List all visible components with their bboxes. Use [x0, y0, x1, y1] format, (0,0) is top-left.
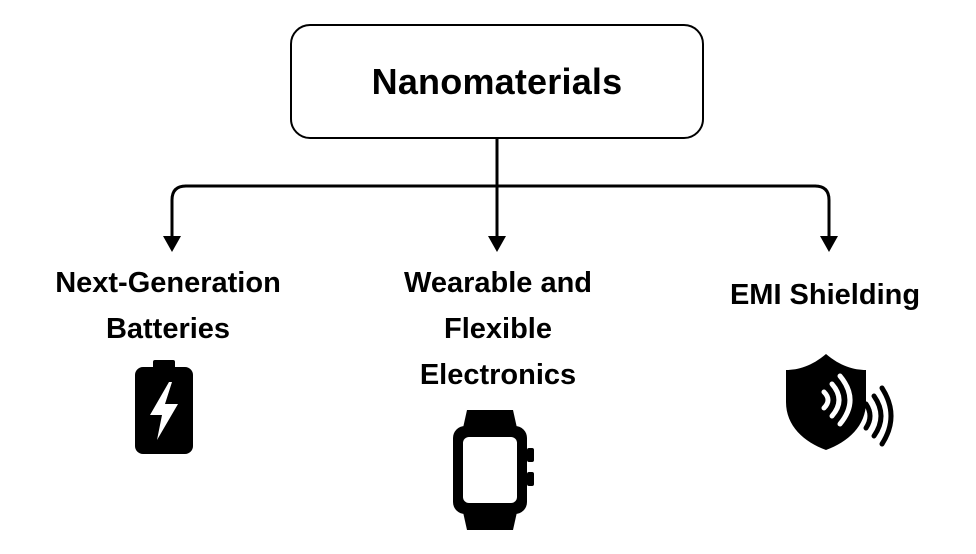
root-title: Nanomaterials	[371, 60, 623, 102]
branch-wearables-line3: Electronics	[419, 359, 577, 391]
right-elbow	[813, 184, 831, 238]
arrowhead-batteries	[163, 236, 181, 252]
arrowhead-wearables	[488, 236, 506, 252]
branch-wearables-label: Wearable and Flexible Electronics	[348, 260, 648, 398]
branch-wearables-line1: Wearable and	[403, 267, 593, 299]
left-elbow	[170, 184, 188, 238]
branch-batteries-line1: Next-Generation	[55, 267, 281, 299]
smartwatch-icon	[453, 410, 534, 530]
branch-emi-label: EMI Shielding	[680, 272, 970, 318]
branch-batteries-label: Next-Generation Batteries	[18, 260, 318, 352]
battery-charging-icon	[135, 360, 193, 454]
branch-emi-line1: EMI Shielding	[729, 279, 921, 311]
branch-wearables-line2: Flexible	[444, 313, 552, 345]
shield-signal-icon	[786, 354, 894, 450]
branch-batteries-line2: Batteries	[105, 313, 231, 345]
root-node: Nanomaterials	[290, 24, 704, 139]
arrowhead-emi	[820, 236, 838, 252]
